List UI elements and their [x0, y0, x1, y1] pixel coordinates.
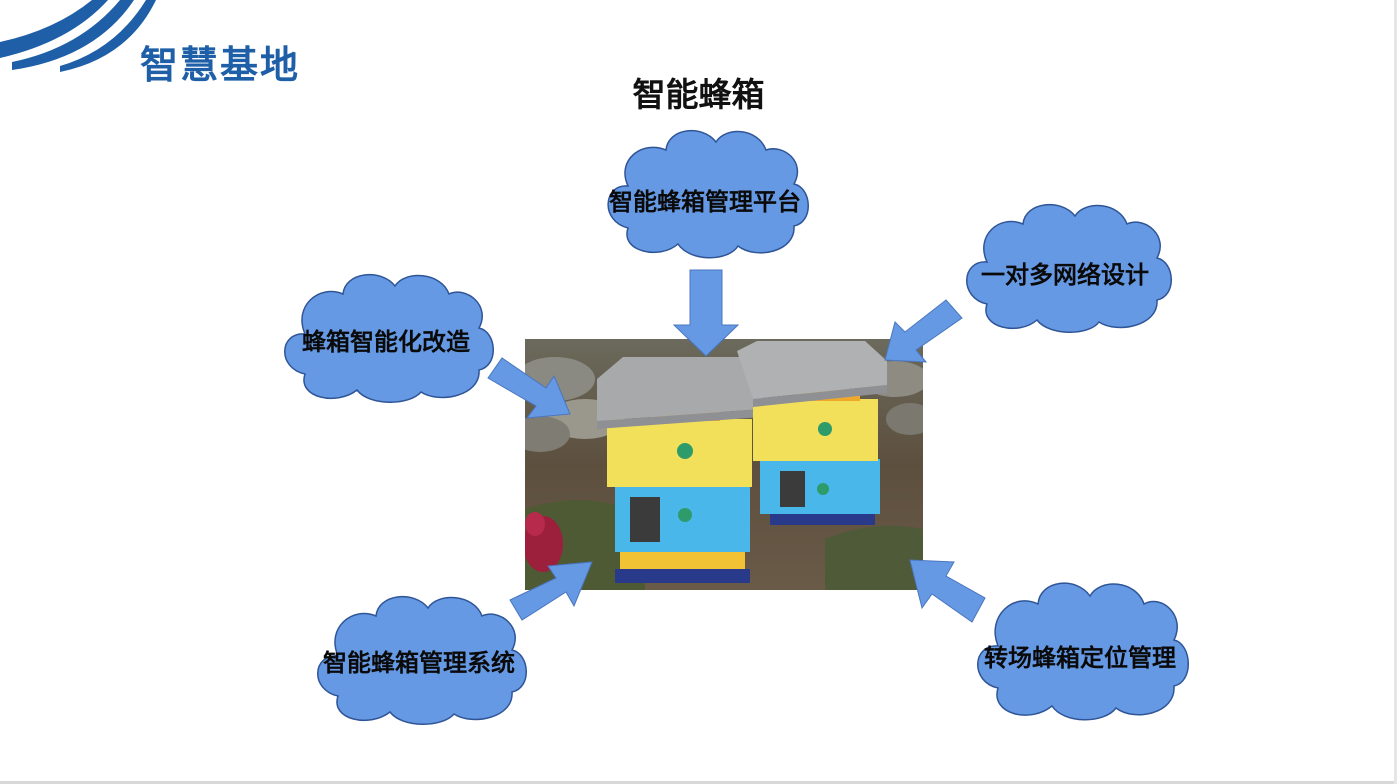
- cloud-top-right-shape: [966, 203, 1172, 333]
- cloud-label-management-system: 智能蜂箱管理系统: [323, 649, 515, 677]
- smart-beehive-photo: [525, 339, 923, 590]
- cloud-label-location-management: 转场蜂箱定位管理: [984, 644, 1176, 672]
- arrow-down-icon: [672, 269, 740, 357]
- arrow-down-left-icon: [884, 299, 963, 363]
- cloud-left-shape: [284, 273, 494, 403]
- page-title: 智能蜂箱: [632, 75, 765, 114]
- cloud-label-management-platform: 智能蜂箱管理平台: [609, 188, 801, 216]
- cloud-top-shape: [607, 129, 809, 259]
- slide-bottom-edge: [0, 781, 1397, 784]
- arrow-up-right-icon: [509, 561, 593, 621]
- cloud-bottom-left-shape: [317, 595, 527, 725]
- arrow-up-left-icon: [909, 559, 986, 623]
- logo-swoosh-icon: [0, 0, 156, 72]
- slide-right-edge: [1394, 0, 1397, 784]
- brand-title: 智慧基地: [140, 43, 301, 87]
- cloud-label-network-design: 一对多网络设计: [981, 261, 1149, 289]
- cloud-label-hive-upgrade: 蜂箱智能化改造: [302, 328, 470, 356]
- arrow-down-right-icon: [487, 357, 571, 419]
- cloud-bottom-right-shape: [977, 582, 1189, 721]
